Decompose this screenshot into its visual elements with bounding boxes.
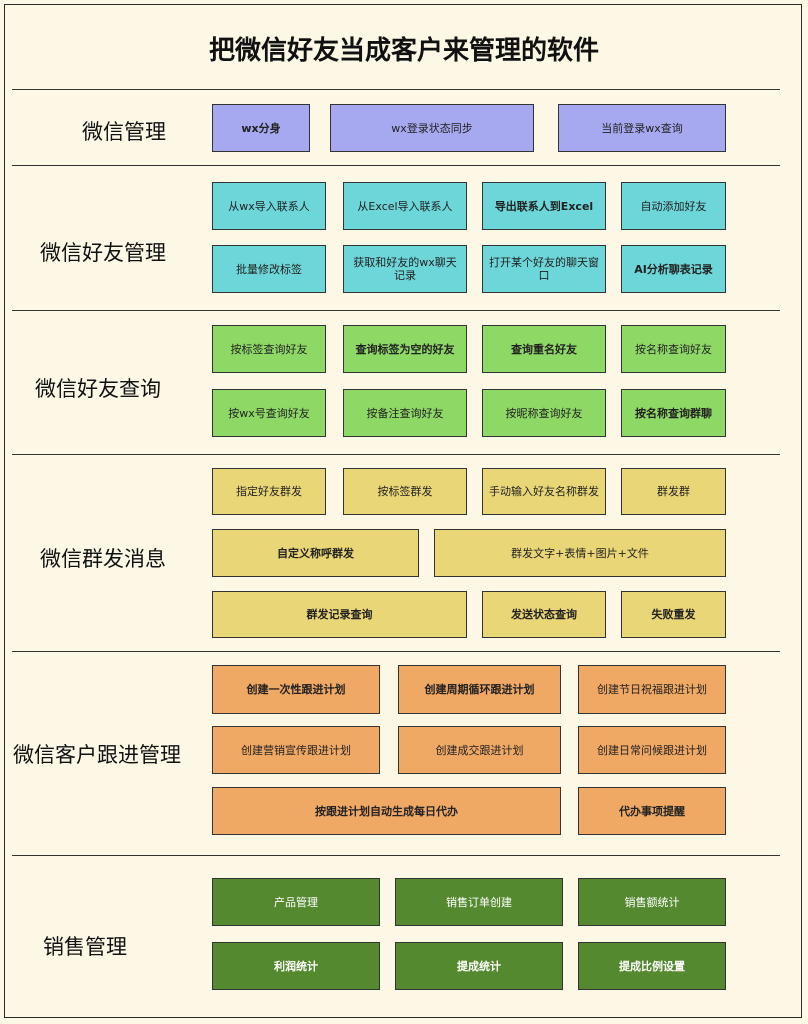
feature-box: AI分析聊表记录	[621, 245, 726, 293]
divider	[12, 855, 780, 856]
feature-box: 按名称查询好友	[621, 325, 726, 373]
feature-box: 群发记录查询	[212, 591, 467, 638]
feature-box: 发送状态查询	[482, 591, 606, 638]
feature-box: 按wx号查询好友	[212, 389, 326, 437]
section-label-friend-management: 微信好友管理	[40, 241, 166, 265]
feature-box: 群发群	[621, 468, 726, 515]
section-label-customer-followup: 微信客户跟进管理	[13, 743, 181, 767]
feature-box: 创建成交跟进计划	[398, 726, 561, 774]
feature-box: 按标签查询好友	[212, 325, 326, 373]
feature-box: 创建节日祝福跟进计划	[578, 665, 726, 714]
section-label-friend-query: 微信好友查询	[35, 377, 161, 401]
section-label-mass-messaging: 微信群发消息	[40, 547, 166, 571]
feature-box: 查询标签为空的好友	[343, 325, 467, 373]
feature-box: 创建营销宣传跟进计划	[212, 726, 380, 774]
divider	[12, 310, 780, 311]
feature-box: 创建日常问候跟进计划	[578, 726, 726, 774]
feature-box: 获取和好友的wx聊天记录	[343, 245, 467, 293]
feature-box: 销售额统计	[578, 878, 726, 926]
feature-box: 批量修改标签	[212, 245, 326, 293]
feature-box: 按昵称查询好友	[482, 389, 606, 437]
feature-box: 自定义称呼群发	[212, 529, 419, 577]
feature-box: 失败重发	[621, 591, 726, 638]
feature-box: 当前登录wx查询	[558, 104, 726, 152]
feature-box: 代办事项提醒	[578, 787, 726, 835]
diagram-title: 把微信好友当成客户来管理的软件	[208, 36, 599, 66]
feature-box: 自动添加好友	[621, 182, 726, 230]
feature-box: 按标签群发	[343, 468, 467, 515]
feature-box: 从wx导入联系人	[212, 182, 326, 230]
feature-box: wx登录状态同步	[330, 104, 534, 152]
divider	[12, 165, 780, 166]
feature-box: 指定好友群发	[212, 468, 326, 515]
feature-box: 按名称查询群聊	[621, 389, 726, 437]
feature-box: 按备注查询好友	[343, 389, 467, 437]
feature-box: 产品管理	[212, 878, 380, 926]
feature-box: 利润统计	[212, 942, 380, 990]
feature-box: 从Excel导入联系人	[343, 182, 467, 230]
feature-box: 查询重名好友	[482, 325, 606, 373]
feature-box: 提成比例设置	[578, 942, 726, 990]
feature-box: 手动输入好友名称群发	[482, 468, 606, 515]
feature-box: 销售订单创建	[395, 878, 563, 926]
feature-box: 创建一次性跟进计划	[212, 665, 380, 714]
feature-box: 群发文字+表情+图片+文件	[434, 529, 726, 577]
feature-box: wx分身	[212, 104, 310, 152]
section-label-sales-management: 销售管理	[43, 935, 127, 959]
divider	[12, 651, 780, 652]
feature-box: 提成统计	[395, 942, 563, 990]
feature-box: 创建周期循环跟进计划	[398, 665, 561, 714]
feature-box: 打开某个好友的聊天窗口	[482, 245, 606, 293]
divider	[12, 454, 780, 455]
feature-box: 导出联系人到Excel	[482, 182, 606, 230]
feature-box: 按跟进计划自动生成每日代办	[212, 787, 561, 835]
section-label-wechat-management: 微信管理	[82, 120, 166, 144]
divider	[12, 89, 780, 90]
